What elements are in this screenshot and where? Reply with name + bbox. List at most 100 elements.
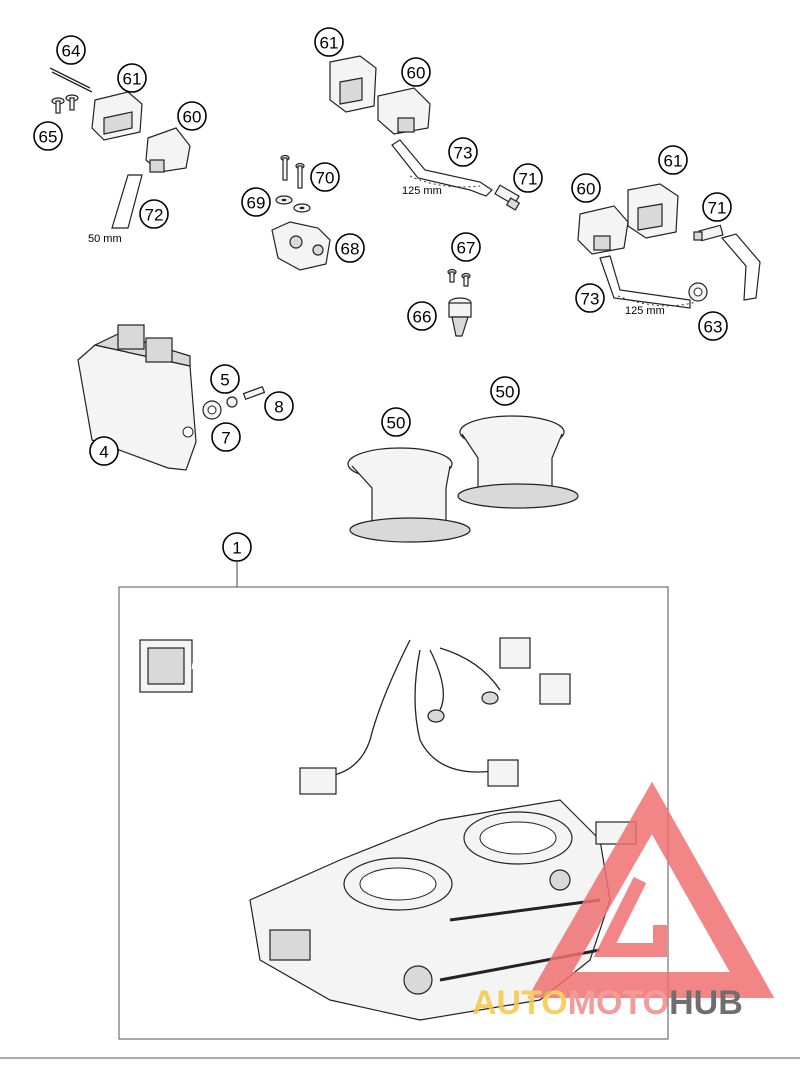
callout-label: 72 [145, 206, 164, 225]
callout-66: 66 [407, 301, 437, 331]
part-7-washer [226, 396, 238, 408]
callout-70: 70 [310, 162, 340, 192]
watermark-auto: AUTO [472, 984, 568, 1022]
callout-label: 73 [454, 144, 473, 163]
main-connector [139, 639, 193, 693]
callout-label: 63 [704, 318, 723, 337]
sensor-group-middle: 125 mm [329, 55, 521, 211]
callout-label: 8 [274, 398, 283, 417]
connector-c [499, 637, 531, 669]
callout-label: 4 [99, 443, 108, 462]
callout-label: 66 [413, 308, 432, 327]
connector-f [481, 691, 499, 705]
callout-label: 1 [232, 539, 241, 558]
watermark-hub: HUB [669, 984, 743, 1022]
wiring-harness [139, 608, 571, 795]
callout-50: 50 [490, 376, 520, 406]
callout-73: 73 [575, 283, 605, 313]
callout-label: 69 [247, 194, 266, 213]
part-60-sensor [145, 127, 191, 173]
part-64-clip [49, 67, 91, 89]
callout-60: 60 [571, 173, 601, 203]
callout-label: 71 [519, 170, 538, 189]
callout-72: 72 [139, 199, 169, 229]
dim-125mm-right: 125 mm [625, 305, 665, 317]
callout-label: 61 [123, 70, 142, 89]
callout-7: 7 [211, 422, 241, 452]
callout-label: 50 [496, 383, 515, 402]
callout-65: 65 [33, 121, 63, 151]
callout-label: 50 [387, 414, 406, 433]
watermark-triangle-logo [527, 781, 775, 998]
callout-label: 65 [39, 128, 58, 147]
callout-label: 70 [316, 169, 335, 188]
part-69-washers [275, 195, 311, 213]
callout-60: 60 [401, 57, 431, 87]
callout-68: 68 [335, 233, 365, 263]
connector-d [539, 673, 571, 705]
callout-1: 1 [222, 532, 252, 562]
callout-label: 68 [341, 240, 360, 259]
connector-a [299, 767, 337, 795]
part-71-fitting-right [693, 224, 724, 242]
callout-71: 71 [513, 163, 543, 193]
part-63-clamp [688, 282, 708, 302]
callout-5: 5 [210, 364, 240, 394]
callout-8: 8 [264, 391, 294, 421]
callout-67: 67 [451, 232, 481, 262]
callout-4: 4 [89, 436, 119, 466]
part-65-screws [51, 94, 79, 114]
callout-label: 5 [220, 371, 229, 390]
part-71-fitting-mid [494, 184, 521, 211]
connector-b [487, 759, 519, 787]
callout-61: 61 [658, 145, 688, 175]
callout-63: 63 [698, 311, 728, 341]
callout-69: 69 [241, 187, 271, 217]
watermark-moto: MOTO [568, 984, 669, 1022]
callout-label: 61 [664, 152, 683, 171]
callout-label: 61 [320, 34, 339, 53]
dim-50mm: 50 mm [88, 233, 122, 245]
svg-text:AUTOMOTOHUB: AUTOMOTOHUB [472, 984, 743, 1022]
part-8-bolt [242, 385, 266, 401]
part-68-position-sensor [271, 221, 331, 271]
callout-61: 61 [314, 27, 344, 57]
watermark: AUTOMOTOHUB [472, 781, 775, 1022]
sensor-group-right: 125 mm [577, 183, 761, 317]
part-61-cover [91, 91, 143, 141]
part-73-hose-upper-right [720, 233, 761, 301]
part-72-hose [111, 174, 143, 229]
part-50-funnel-left [347, 447, 471, 543]
air-funnels [347, 415, 579, 543]
callout-60: 60 [177, 101, 207, 131]
part-73-hose-mid [391, 139, 493, 197]
part-61-cover-mid [329, 55, 377, 113]
part-61-cover-right [627, 183, 679, 239]
callout-layer: 6461606572616073717069686160716773666358… [33, 27, 732, 562]
callout-label: 73 [581, 290, 600, 309]
callout-71: 71 [702, 192, 732, 222]
callout-64: 64 [56, 35, 86, 65]
callout-label: 67 [457, 239, 476, 258]
sensor-group-center [271, 154, 472, 337]
callout-label: 7 [221, 429, 230, 448]
connector-e [427, 709, 445, 723]
callout-61: 61 [117, 63, 147, 93]
sensor-group-left: 50 mm [49, 67, 191, 245]
part-66-sensor [448, 297, 472, 337]
part-73-hose-right [599, 255, 691, 309]
part-60-sensor-mid [377, 87, 431, 135]
callout-label: 64 [62, 42, 81, 61]
dim-125mm-mid: 125 mm [402, 185, 442, 197]
callout-73: 73 [448, 137, 478, 167]
callout-label: 60 [577, 180, 596, 199]
part-5-grommet [202, 400, 222, 420]
callout-label: 71 [708, 199, 727, 218]
part-70-bolts [280, 154, 305, 189]
callout-label: 60 [407, 64, 426, 83]
part-60-sensor-right [577, 205, 629, 255]
part-50-funnel-right [457, 415, 579, 509]
callout-50: 50 [381, 407, 411, 437]
callout-label: 60 [183, 108, 202, 127]
